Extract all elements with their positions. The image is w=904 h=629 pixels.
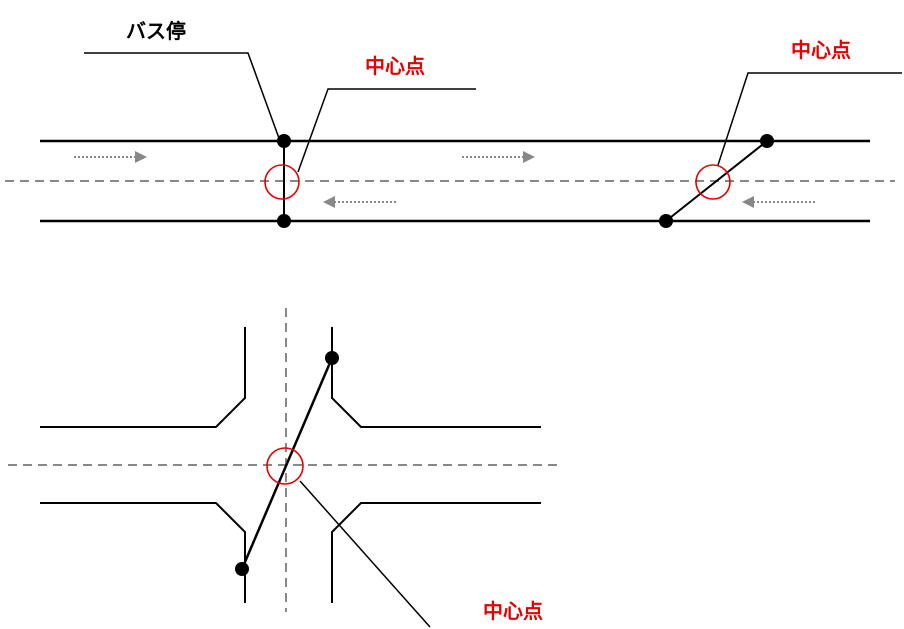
- center-point-marker: [266, 447, 304, 485]
- leader-line-center-left: [297, 88, 476, 173]
- center-point-marker: [695, 164, 731, 200]
- bus-stop-dot: [235, 562, 249, 576]
- intersection-corner-bottom-right: [331, 502, 541, 603]
- label-center-point-left: 中心点: [365, 54, 425, 78]
- intersection-section: 中心点: [8, 308, 563, 628]
- bus-stop-link-intersection: [240, 357, 334, 570]
- bus-stop-dot: [277, 134, 291, 148]
- bus-stop-dot: [760, 134, 774, 148]
- bus-stop-dot: [325, 351, 339, 365]
- straight-road-section: バス停 中心点 中心点: [5, 19, 902, 228]
- label-center-point-right: 中心点: [791, 38, 851, 62]
- intersection-corner-bottom-left: [40, 502, 246, 603]
- label-center-point-intersection: 中心点: [483, 599, 543, 623]
- leader-line-center-intersection: [299, 480, 431, 628]
- label-bus-stop: バス停: [126, 19, 186, 43]
- intersection-corner-top-left: [40, 327, 246, 428]
- bus-stop-dot: [659, 214, 673, 228]
- center-point-marker: [264, 164, 300, 200]
- leader-line-center-right: [717, 72, 902, 166]
- bus-stop-link-right: [665, 140, 768, 222]
- leader-line-bus-stop: [84, 52, 281, 142]
- bus-stop-dot: [277, 214, 291, 228]
- intersection-corner-top-right: [331, 327, 541, 428]
